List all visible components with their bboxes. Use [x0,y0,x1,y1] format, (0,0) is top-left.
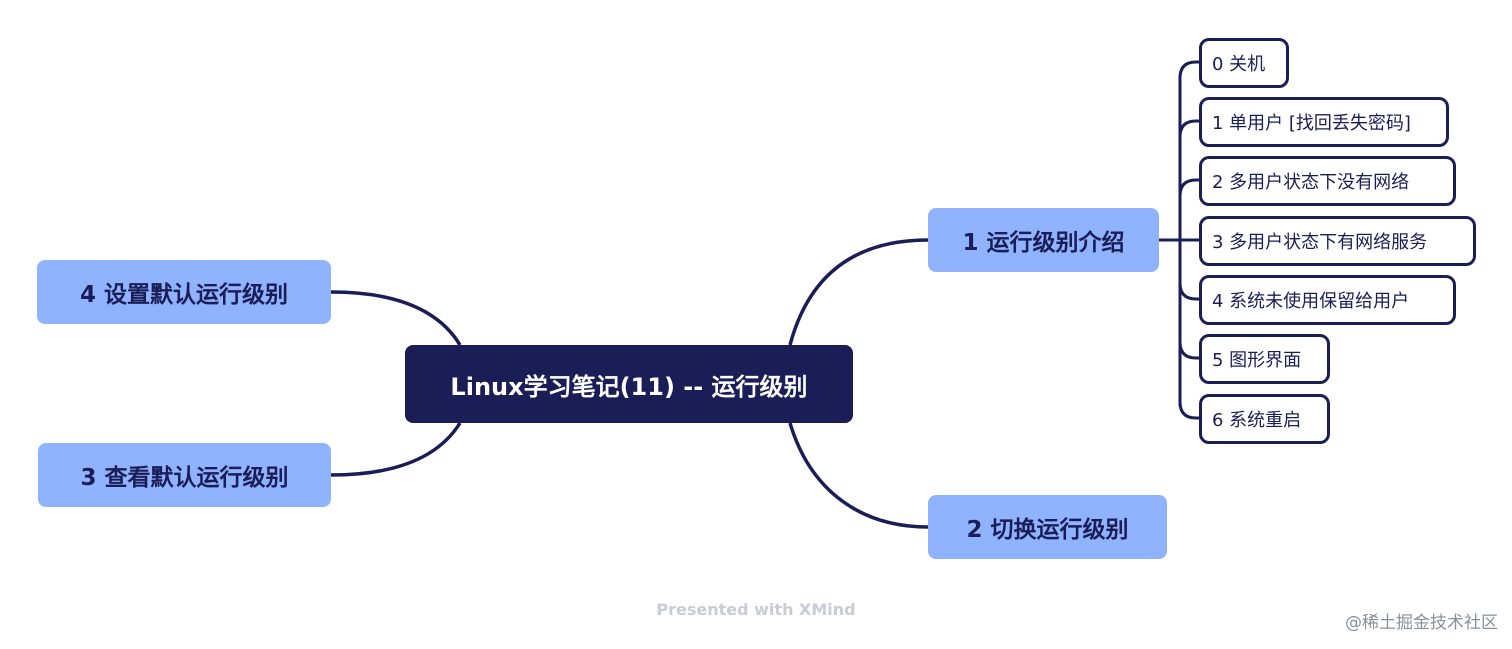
subtopic-runlevel-0[interactable]: 0 关机 [1199,38,1289,88]
subtopic-label: 1 单用户 [找回丢失密码] [1212,113,1411,134]
connector-sub-2 [1178,178,1200,197]
subtopic-label: 3 多用户状态下有网络服务 [1212,232,1428,253]
topic-label: 3 查看默认运行级别 [80,465,289,491]
subtopic-runlevel-1[interactable]: 1 单用户 [找回丢失密码] [1199,97,1449,147]
subtopic-label: 0 关机 [1212,54,1266,75]
connector-sub-6 [1178,401,1200,420]
connector-sub-5 [1178,341,1200,360]
subtopic-runlevel-3[interactable]: 3 多用户状态下有网络服务 [1199,216,1476,266]
connector-root-t1 [788,238,929,346]
topic-runlevel-intro[interactable]: 1 运行级别介绍 [928,208,1159,272]
topic-switch-runlevel[interactable]: 2 切换运行级别 [928,495,1167,559]
root-topic-label: Linux学习笔记(11) -- 运行级别 [450,372,808,401]
subtopic-label: 6 系统重启 [1212,410,1302,431]
connector-root-t4 [330,290,462,346]
subtopic-label: 5 图形界面 [1212,350,1302,371]
subtopic-runlevel-4[interactable]: 4 系统未使用保留给用户 [1199,275,1456,325]
topic-set-default-runlevel[interactable]: 4 设置默认运行级别 [37,260,331,324]
subtopic-label: 2 多用户状态下没有网络 [1212,172,1410,193]
root-topic[interactable]: Linux学习笔记(11) -- 运行级别 [405,345,853,423]
topic-view-default-runlevel[interactable]: 3 查看默认运行级别 [38,443,331,507]
presented-with-footer: Presented with XMind [656,600,856,619]
topic-label: 2 切换运行级别 [966,517,1129,543]
subtopic-runlevel-5[interactable]: 5 图形界面 [1199,334,1330,384]
connector-root-t2 [788,422,929,529]
topic-label: 1 运行级别介绍 [962,230,1125,256]
watermark-label: @稀土掘金技术社区 [1345,613,1498,633]
subtopic-runlevel-2[interactable]: 2 多用户状态下没有网络 [1199,156,1456,206]
connector-sub-1 [1178,119,1200,138]
connector-sub-0 [1178,60,1200,79]
connector-sub-4 [1178,282,1200,301]
subtopic-runlevel-6[interactable]: 6 系统重启 [1199,394,1330,444]
topic-label: 4 设置默认运行级别 [79,282,288,308]
connector-root-t3 [330,422,462,477]
subtopic-label: 4 系统未使用保留给用户 [1212,291,1410,312]
